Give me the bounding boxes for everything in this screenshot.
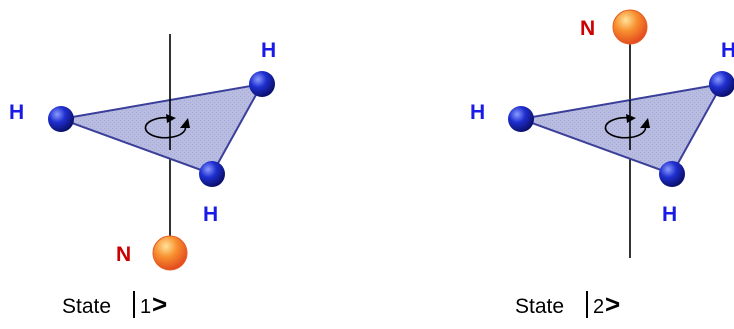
state-1-caption: State 1 > [62,289,167,319]
state-1-label-h-bottom: H [203,203,218,226]
state-2-hydrogen-plane [517,82,724,176]
state-1-caption-bracket: > [152,289,167,319]
state-2-nitrogen-atom [612,9,648,45]
state-2-caption-bracket: > [605,289,620,319]
state-1-hydrogen-atom-left [48,106,74,132]
state-1-label-h-left: H [9,101,24,124]
state-1-hydrogen-atom-bottom [199,161,225,187]
state-1-molecule: H H H N [9,34,276,271]
state-2-caption-number: 2 [593,296,604,318]
state-2-hydrogen-atom-left [508,106,534,132]
state-1-label-n: N [116,243,131,266]
state-1-label-h-top-right: H [261,39,276,62]
state-1-caption-word: State [62,295,111,318]
state-2-caption: State 2 > [515,289,620,319]
state-1-hydrogen-plane [57,82,264,176]
state-2-label-n: N [580,17,595,40]
state-2-hydrogen-atom-bottom [659,161,685,187]
state-1-hydrogen-atom-top-right [249,71,275,97]
state-2-rotation-arrow-icon [604,114,650,139]
state-1-rotation-arrow-icon [144,114,190,139]
state-1-nitrogen-atom [152,235,188,271]
state-2-hydrogen-atom-top-right [709,71,734,97]
state-2-molecule: N H H H [470,9,734,258]
state-1-caption-number: 1 [140,296,151,318]
state-2-label-h-bottom: H [662,203,677,226]
state-2-label-h-top-right: H [721,39,734,62]
state-2-caption-word: State [515,295,564,318]
state-2-label-h-left: H [470,101,485,124]
